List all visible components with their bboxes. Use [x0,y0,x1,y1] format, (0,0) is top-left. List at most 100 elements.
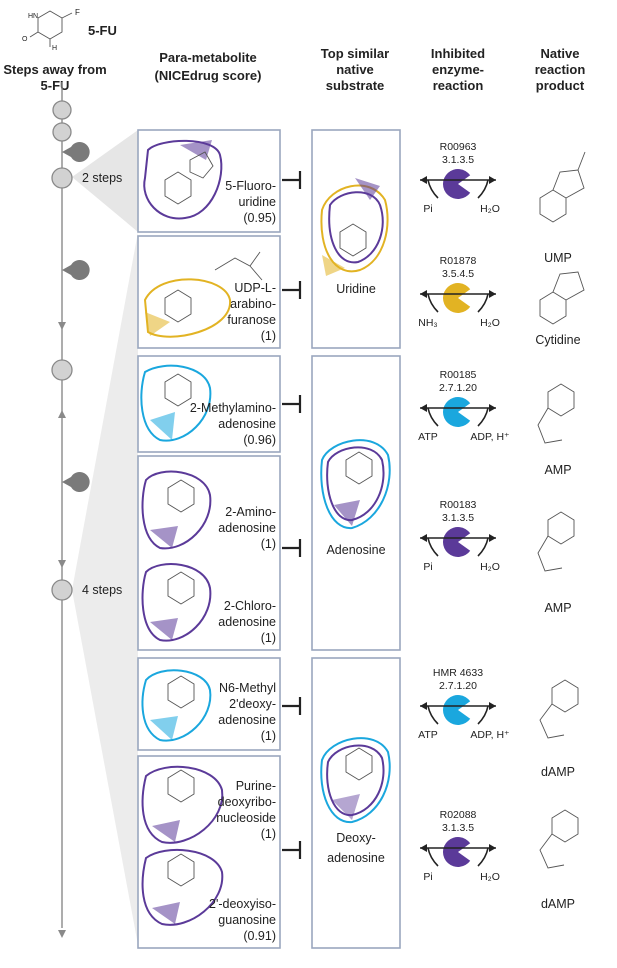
parametabolite-label-8-line3: (0.91) [243,929,276,943]
col-enzyme-line3: reaction [433,78,484,93]
enzyme-pacman-icon [442,527,471,558]
fluorine-atom-label: F [75,8,80,17]
reaction-side-arrow [427,293,439,313]
parametabolite-label-1-line3: (0.95) [243,211,276,225]
substrate-labels: Uridine Adenosine Deoxy- adenosine [318,278,394,865]
parametabolite-label-8-line2: guanosine [218,913,276,927]
pathway-node [52,122,72,142]
parametabolite-label-3-line1: 2-Methylamino- [190,401,276,415]
col-parametabolite-line1: Para-metabolite [159,50,257,65]
col-substrate-line3: substrate [326,78,385,93]
parametabolite-label-3-line2: adenosine [218,417,276,431]
reaction-cosubstrate: Pi [423,203,432,215]
parametabolite-box-4 [137,455,281,651]
parametabolite-label-3-line3: (0.96) [243,433,276,447]
reaction-side-arrow [477,537,489,557]
parametabolite-label-7-line4: (1) [261,827,276,841]
parametabolite-label-8-line1: 2'-deoxyiso- [209,897,276,911]
reaction-coproduct: ADP, H⁺ [470,729,510,741]
parametabolite-structures [140,139,263,926]
arrowhead-right-icon [489,534,496,542]
substrate-structures [320,178,391,824]
reaction-cosubstrate: ATP [418,729,438,741]
native-product-label: dAMP [541,765,575,779]
parametabolite-labels: 5-Fluoro- uridine (0.95) UDP-L- arabino-… [190,179,276,943]
pathway-track [51,82,90,938]
substrate-box-uridine [311,129,401,349]
step-label-2: 2 steps [82,171,122,185]
reaction-side-arrow [427,537,439,557]
reaction-id: R00963 [440,141,477,153]
reaction-id: R00185 [440,369,477,381]
parametabolite-label-6-line4: (1) [261,729,276,743]
nh-atom-label: HN [28,13,38,20]
native-product-label: Cytidine [535,333,580,347]
parametabolite-label-1-line1: 5-Fluoro- [225,179,276,193]
arrowhead-left-icon [420,176,427,184]
parametabolite-label-2-line3: furanose [227,313,276,327]
parametabolite-label-2-line1: UDP-L- [234,281,276,295]
parametabolite-label-6-line3: adenosine [218,713,276,727]
drug-structure-5fu: F HN O H [22,8,80,52]
reaction-side-arrow [477,293,489,313]
reaction-coproduct: H₂O [480,871,500,883]
pathway-node-2-steps [51,167,73,189]
nh-atom-label-2: H [52,45,57,52]
reaction-side-arrow [477,705,489,725]
reaction-cosubstrate: NH₃ [418,317,437,329]
zoom-wedge-4-steps [72,232,138,945]
arrowhead-left-icon [420,702,427,710]
arrowhead-down-icon [58,930,66,938]
arrowhead-left-icon [420,844,427,852]
substrate-label-deoxyadenosine-line1: Deoxy- [336,831,376,845]
arrowhead-right-icon [489,404,496,412]
col-product-line1: Native [540,46,579,61]
reaction-side-arrow [427,847,439,867]
parametabolite-label-4-line1: 2-Amino- [225,505,276,519]
col-substrate-line2: native [336,62,374,77]
reaction-side-arrow [427,179,439,199]
step-label-4: 4 steps [82,583,122,597]
arrowhead-down-icon [58,322,66,330]
arrowhead-left-icon [420,534,427,542]
reaction-coproduct: H₂O [480,561,500,573]
parametabolite-box-2 [137,235,281,349]
native-product-label: UMP [544,251,572,265]
steps-title-line1: Steps away from [3,62,106,77]
arrowhead-right-icon [489,176,496,184]
enzyme-pacman-icon [442,169,471,199]
native-product-label: AMP [544,463,571,477]
drug-name: 5-FU [88,23,117,38]
substrate-label-deoxyadenosine-line2: adenosine [327,851,385,865]
parametabolite-label-5-line3: (1) [261,631,276,645]
native-product-label: AMP [544,601,571,615]
product-structures [537,151,586,869]
reaction-coproduct: ADP, H⁺ [470,431,510,443]
inhibition-connectors [282,171,302,859]
substrate-label-adenosine: Adenosine [326,543,385,557]
col-enzyme-line1: Inhibited [431,46,485,61]
reaction-side-arrow [477,847,489,867]
parametabolite-label-4-line2: adenosine [218,521,276,535]
enzyme-pacman-icon [62,142,90,162]
enzyme-pacman-icon [62,472,90,492]
arrowhead-down-icon [58,560,66,568]
arrowhead-right-icon [489,702,496,710]
parametabolite-label-6-line1: N6-Methyl [219,681,276,695]
zoom-wedge-2-steps [72,130,138,232]
reaction-id: R01878 [440,255,477,267]
oxygen-atom-label: O [22,36,28,43]
enzyme-pacman-icon [442,283,471,313]
enzyme-pacman-icon [442,695,471,726]
pathway-node [51,359,73,381]
parametabolite-label-4-line3: (1) [261,537,276,551]
reaction-side-arrow [427,705,439,725]
arrowhead-right-icon [489,844,496,852]
parametabolite-label-5-line2: adenosine [218,615,276,629]
reaction-cosubstrate: Pi [423,871,432,883]
reaction-ec-number: 3.1.3.5 [442,512,474,524]
col-enzyme-line2: enzyme- [432,62,484,77]
